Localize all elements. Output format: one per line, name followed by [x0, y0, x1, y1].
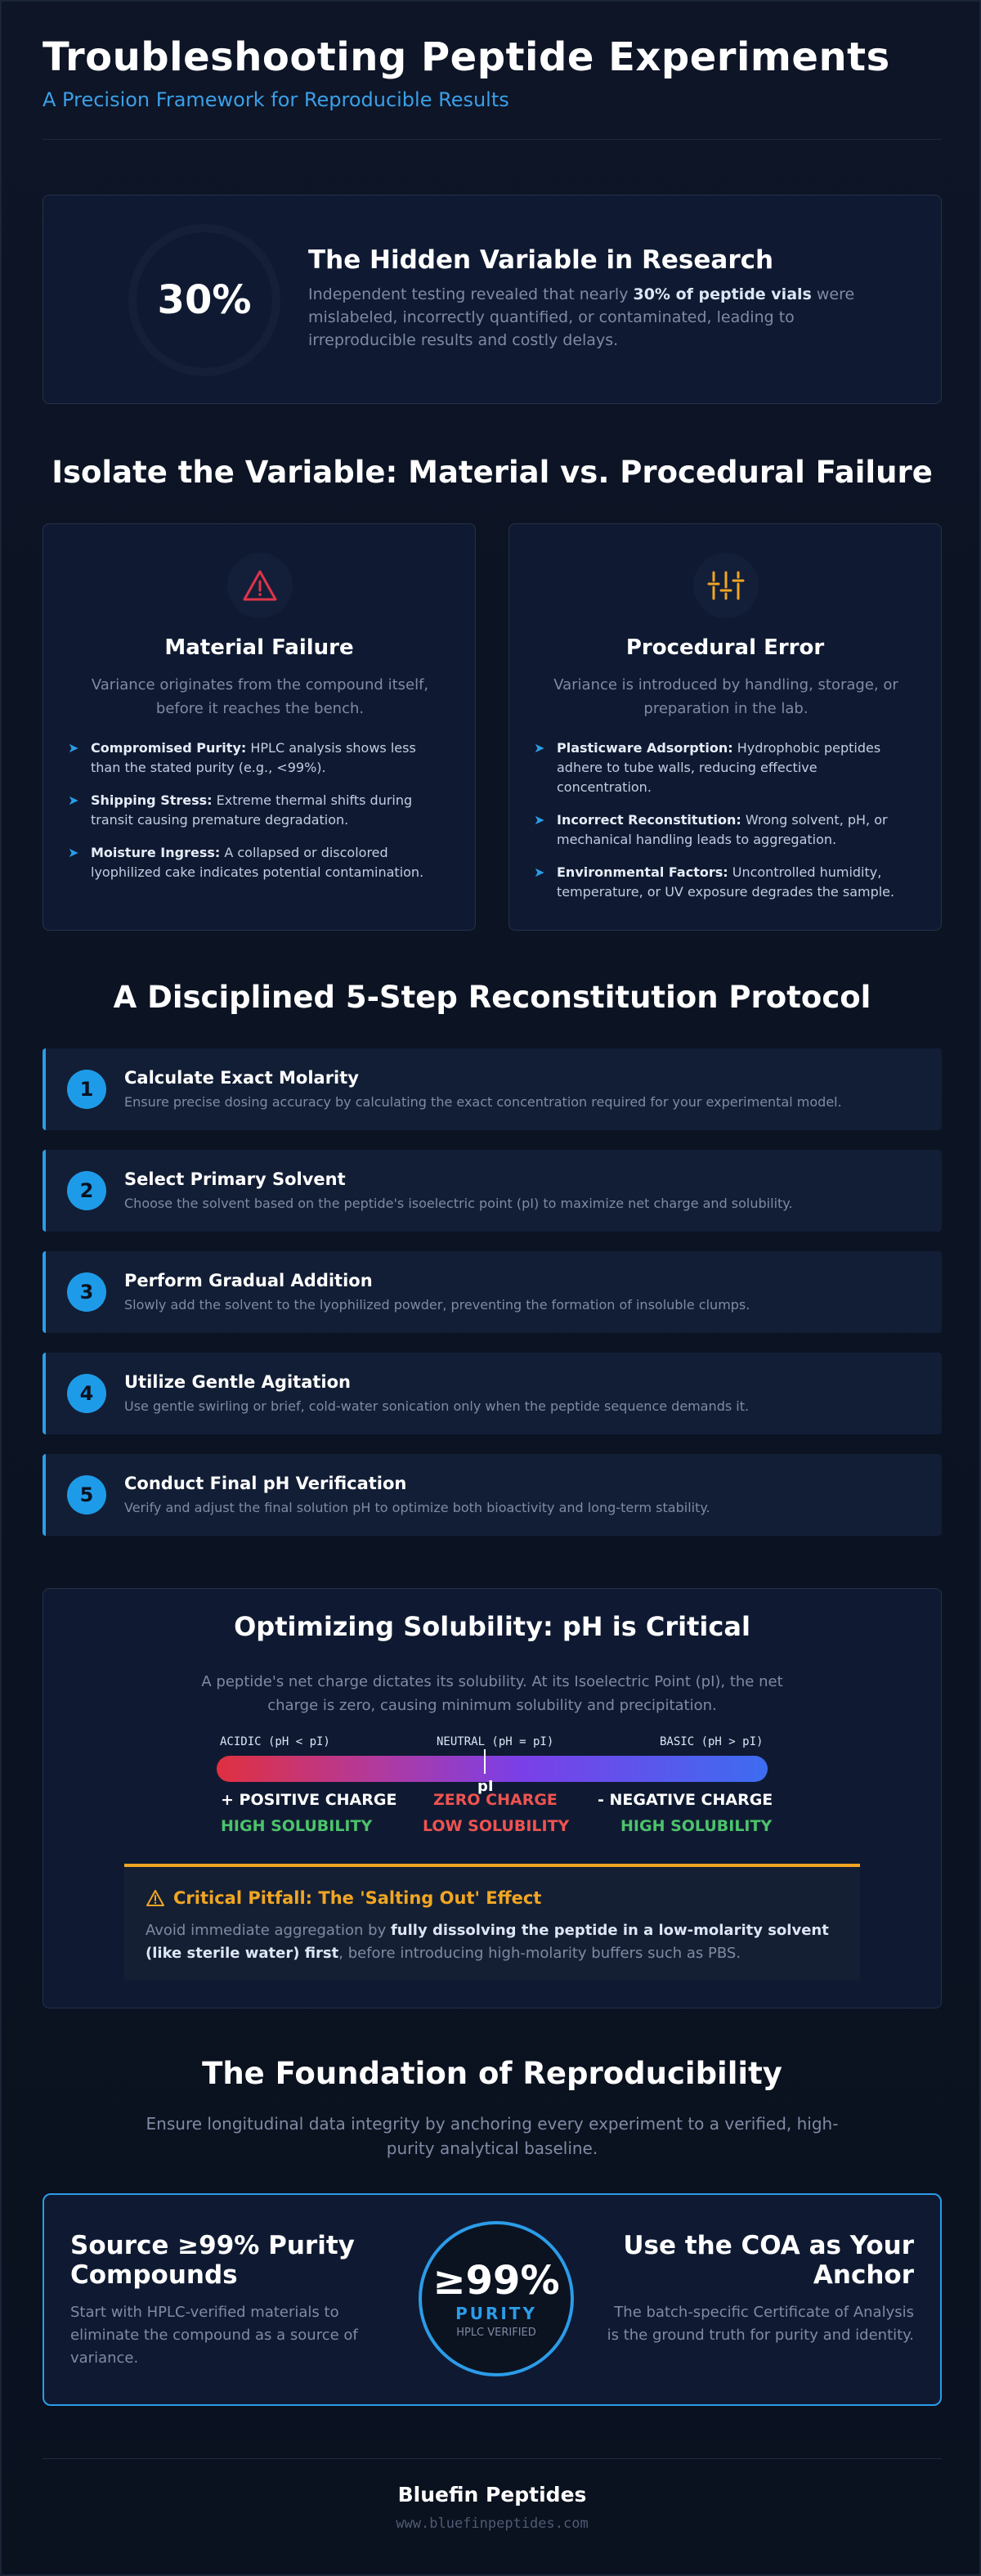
page-title: Troubleshooting Peptide Experiments — [43, 34, 890, 80]
step-title: Utilize Gentle Agitation — [124, 1372, 351, 1392]
step-number: 1 — [67, 1070, 106, 1109]
protocol-step: 1 Calculate Exact Molarity Ensure precis… — [43, 1048, 942, 1130]
step-desc: Verify and adjust the final solution pH … — [124, 1500, 710, 1515]
foundation-desc: Ensure longitudinal data integrity by an… — [146, 2114, 839, 2158]
ph-gradient-bar — [217, 1756, 768, 1782]
protocol-heading: A Disciplined 5-Step Reconstitution Prot… — [113, 980, 871, 1015]
warning-triangle-icon — [146, 1890, 164, 1906]
low-solubility-mid: LOW SOLUBILITY — [423, 1817, 570, 1835]
foundation-card: Source ≥99% Purity Compounds Start with … — [43, 2193, 942, 2406]
pitfall-title: Critical Pitfall: The 'Salting Out' Effe… — [146, 1888, 541, 1908]
high-solubility-left: HIGH SOLUBILITY — [221, 1817, 373, 1835]
step-desc: Use gentle swirling or brief, cold-water… — [124, 1398, 750, 1414]
procedural-error-desc: Variance is introduced by handling, stor… — [553, 676, 898, 717]
positive-charge-label: + POSITIVE CHARGE — [221, 1791, 397, 1809]
material-failure-desc: Variance originates from the compound it… — [91, 676, 429, 717]
scale-basic-label: BASIC (pH > pI) — [660, 1735, 764, 1748]
step-title: Calculate Exact Molarity — [124, 1068, 359, 1088]
purity-badge: ≥99% PURITY HPLC VERIFIED — [419, 2221, 574, 2376]
arrow-icon: ➤ — [534, 812, 545, 828]
stat-title: The Hidden Variable in Research — [308, 245, 774, 275]
ph-title: Optimizing Solubility: pH is Critical — [234, 1611, 750, 1642]
list-item: ➤Environmental Factors: Uncontrolled hum… — [534, 864, 895, 900]
list-item: ➤Incorrect Reconstitution: Wrong solvent… — [534, 812, 888, 847]
material-failure-title: Material Failure — [164, 635, 354, 660]
pi-marker-label: pI — [477, 1778, 494, 1795]
stat-body: Independent testing revealed that nearly… — [308, 285, 855, 349]
arrow-icon: ➤ — [534, 864, 545, 880]
step-title: Conduct Final pH Verification — [124, 1474, 407, 1493]
arrow-icon: ➤ — [534, 740, 545, 756]
warning-triangle-icon — [227, 553, 293, 618]
step-number: 5 — [67, 1475, 106, 1515]
step-title: Perform Gradual Addition — [124, 1271, 373, 1290]
zero-charge-label: ZERO CHARGE — [433, 1791, 558, 1809]
procedural-error-title: Procedural Error — [625, 635, 825, 660]
step-desc: Choose the solvent based on the peptide'… — [124, 1196, 793, 1211]
high-solubility-right: HIGH SOLUBILITY — [620, 1817, 773, 1835]
scale-neutral-label: NEUTRAL (pH = pI) — [437, 1735, 554, 1748]
negative-charge-label: - NEGATIVE CHARGE — [598, 1791, 773, 1809]
list-item: ➤Shipping Stress: Extreme thermal shifts… — [68, 792, 413, 828]
list-item: ➤Compromised Purity: HPLC analysis shows… — [68, 740, 416, 775]
header-divider — [43, 139, 942, 140]
protocol-step: 2 Select Primary Solvent Choose the solv… — [43, 1150, 942, 1232]
protocol-step: 4 Utilize Gentle Agitation Use gentle sw… — [43, 1353, 942, 1434]
scale-acidic-label: ACIDIC (pH < pI) — [220, 1735, 330, 1748]
material-failure-card: Material Failure Variance originates fro… — [43, 523, 476, 931]
foundation-heading: The Foundation of Reproducibility — [202, 2056, 782, 2091]
stat-value: 30% — [157, 277, 252, 323]
arrow-icon: ➤ — [68, 792, 79, 808]
purity-badge-label: PURITY — [455, 2303, 537, 2323]
pitfall-callout: Critical Pitfall: The 'Salting Out' Effe… — [124, 1864, 860, 1980]
source-purity-body: Start with HPLC-verified materials to el… — [70, 2304, 358, 2367]
sliders-icon — [693, 553, 759, 618]
coa-anchor-body: The batch-specific Certificate of Analys… — [607, 2304, 914, 2344]
step-desc: Ensure precise dosing accuracy by calcul… — [124, 1094, 842, 1110]
arrow-icon: ➤ — [68, 740, 79, 756]
step-title: Select Primary Solvent — [124, 1169, 346, 1189]
list-item: ➤Moisture Ingress: A collapsed or discol… — [68, 845, 424, 880]
pi-marker-line — [484, 1749, 486, 1774]
protocol-step: 5 Conduct Final pH Verification Verify a… — [43, 1454, 942, 1536]
list-item: ➤Plasticware Adsorption: Hydrophobic pep… — [534, 740, 881, 795]
footer-divider — [43, 2458, 942, 2459]
step-number: 2 — [67, 1171, 106, 1210]
stat-ring: 30% — [128, 224, 280, 376]
step-number: 4 — [67, 1374, 106, 1413]
page-subtitle: A Precision Framework for Reproducible R… — [43, 88, 509, 111]
procedural-error-card: Procedural Error Variance is introduced … — [508, 523, 942, 931]
coa-anchor-title: Use the COA as Your Anchor — [623, 2231, 914, 2290]
isolate-heading: Isolate the Variable: Material vs. Proce… — [52, 455, 933, 490]
pitfall-body: Avoid immediate aggregation by fully dis… — [146, 1922, 829, 1962]
arrow-icon: ➤ — [68, 845, 79, 860]
protocol-step: 3 Perform Gradual Addition Slowly add th… — [43, 1251, 942, 1333]
purity-badge-value: ≥99% — [432, 2257, 560, 2304]
source-purity-title: Source ≥99% Purity Compounds — [70, 2231, 355, 2290]
step-desc: Slowly add the solvent to the lyophilize… — [124, 1297, 750, 1313]
footer-brand: Bluefin Peptides — [397, 2483, 587, 2506]
purity-badge-sub: HPLC VERIFIED — [456, 2326, 536, 2339]
footer-url[interactable]: www.bluefinpeptides.com — [396, 2515, 589, 2532]
ph-desc: A peptide's net charge dictates its solu… — [201, 1673, 783, 1714]
step-number: 3 — [67, 1272, 106, 1312]
